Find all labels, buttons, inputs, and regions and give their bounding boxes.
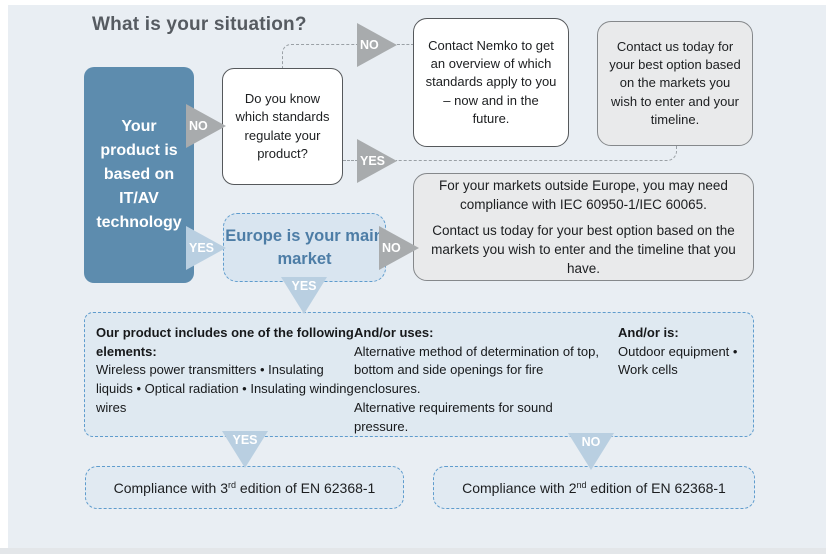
result-2nd-superscript: nd bbox=[576, 479, 587, 490]
no-arrow-europe-to-outside: NO bbox=[379, 226, 419, 270]
elements-column-2-title: And/or uses: bbox=[354, 325, 434, 340]
contact-nemko-node: Contact Nemko to get an overview of whic… bbox=[413, 18, 569, 147]
result-3rd-edition-text: Compliance with 3rd edition of EN 62368-… bbox=[114, 480, 376, 496]
down-arrow-icon bbox=[281, 277, 327, 314]
right-arrow-icon bbox=[357, 23, 397, 67]
outside-europe-paragraph-1: For your markets outside Europe, you may… bbox=[439, 177, 728, 212]
yes-arrow-start-to-europe: YES bbox=[186, 226, 226, 270]
question-europe-node: Europe is your main market bbox=[223, 213, 386, 282]
yes-arrow-elements-to-3rd: YES bbox=[222, 431, 268, 468]
result-2nd-edition-node: Compliance with 2nd edition of EN 62368-… bbox=[433, 466, 755, 509]
elements-column-2-body-1: Alternative method of determination of t… bbox=[354, 343, 599, 397]
elements-node: Our product includes one of the followin… bbox=[84, 312, 754, 437]
bottom-edge-strip bbox=[0, 548, 826, 554]
down-arrow-icon bbox=[222, 431, 268, 468]
yes-arrow-to-contact: YES bbox=[357, 139, 397, 183]
result-3rd-suffix: edition of EN 62368-1 bbox=[236, 479, 376, 496]
no-arrow-elements-to-2nd: NO bbox=[568, 433, 614, 470]
elements-column-1-body: Wireless power transmitters • Insulating… bbox=[96, 362, 354, 415]
right-arrow-icon bbox=[186, 226, 226, 270]
dashed-connector-no-to-nemko bbox=[397, 44, 414, 45]
arrow-label: YES bbox=[232, 433, 258, 447]
arrow-label: NO bbox=[189, 119, 208, 133]
yes-arrow-europe-to-elements: YES bbox=[281, 277, 327, 314]
arrow-label: YES bbox=[189, 241, 215, 255]
outside-europe-node: For your markets outside Europe, you may… bbox=[413, 173, 754, 281]
elements-column-3: And/or is: Outdoor equipment • Work cell… bbox=[618, 324, 748, 380]
arrow-label: NO bbox=[360, 38, 379, 52]
elements-column-2: And/or uses: Alternative method of deter… bbox=[354, 324, 600, 436]
result-2nd-suffix: edition of EN 62368-1 bbox=[586, 479, 726, 496]
right-arrow-icon bbox=[379, 226, 419, 270]
result-2nd-prefix: Compliance with 2 bbox=[462, 479, 577, 496]
result-3rd-prefix: Compliance with 3 bbox=[113, 479, 229, 496]
page-title: What is your situation? bbox=[92, 14, 307, 35]
dashed-connector-question-to-yes bbox=[343, 160, 358, 161]
result-2nd-edition-text: Compliance with 2nd edition of EN 62368-… bbox=[462, 480, 726, 496]
arrow-label: YES bbox=[360, 154, 386, 168]
no-arrow-to-nemko: NO bbox=[357, 23, 397, 67]
elements-column-1: Our product includes one of the followin… bbox=[96, 324, 360, 418]
right-arrow-icon bbox=[186, 104, 226, 148]
elements-column-2-body-2: Alternative requirements for sound press… bbox=[354, 399, 553, 434]
elements-column-1-title: Our product includes one of the followin… bbox=[96, 325, 354, 359]
dashed-connector-yes-to-contact bbox=[396, 146, 677, 161]
contact-today-node: Contact us today for your best option ba… bbox=[597, 21, 753, 146]
start-node: Your product is based on IT/AV technolog… bbox=[84, 67, 194, 283]
result-3rd-edition-node: Compliance with 3rd edition of EN 62368-… bbox=[85, 466, 404, 509]
arrow-label: YES bbox=[291, 279, 317, 293]
outside-europe-paragraph-2: Contact us today for your best option ba… bbox=[431, 222, 736, 277]
result-3rd-superscript: rd bbox=[228, 479, 237, 490]
dashed-connector-question-to-no bbox=[282, 44, 357, 69]
elements-column-3-title: And/or is: bbox=[618, 325, 679, 340]
elements-column-3-body: Outdoor equipment • Work cells bbox=[618, 343, 738, 378]
down-arrow-icon bbox=[568, 433, 614, 470]
arrow-label: NO bbox=[581, 435, 601, 449]
question-standards-node: Do you know which standards regulate you… bbox=[222, 68, 343, 185]
no-arrow-start-to-question: NO bbox=[186, 104, 226, 148]
right-arrow-icon bbox=[357, 139, 397, 183]
arrow-label: NO bbox=[382, 241, 401, 255]
